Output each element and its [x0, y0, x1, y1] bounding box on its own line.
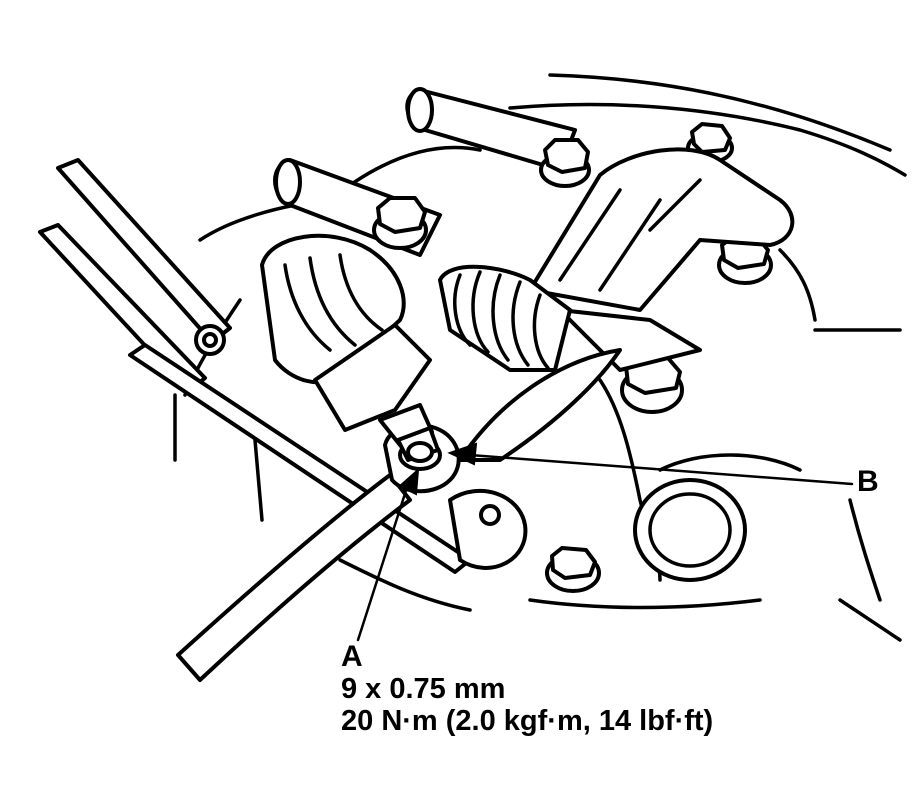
rocker-arms: [458, 147, 802, 582]
flange-bolt: [539, 138, 591, 188]
screwdriver: [260, 233, 440, 462]
bellows: [438, 264, 572, 372]
leader-b: [447, 442, 854, 486]
callout-a-torque-spec: 20 N·m (2.0 kgf·m, 14 lbf·ft): [341, 705, 714, 737]
leader-a: [356, 467, 420, 642]
flange-bolt: [372, 196, 428, 250]
flange-bolt: [545, 546, 601, 593]
callout-b-letter: B: [857, 465, 879, 498]
callout-a-thread-spec: 9 x 0.75 mm: [341, 673, 506, 705]
valve-port: [633, 478, 747, 582]
mounting-boss: [448, 489, 528, 570]
callout-a-letter: A: [341, 640, 363, 673]
adjusting-screw: [406, 441, 434, 463]
